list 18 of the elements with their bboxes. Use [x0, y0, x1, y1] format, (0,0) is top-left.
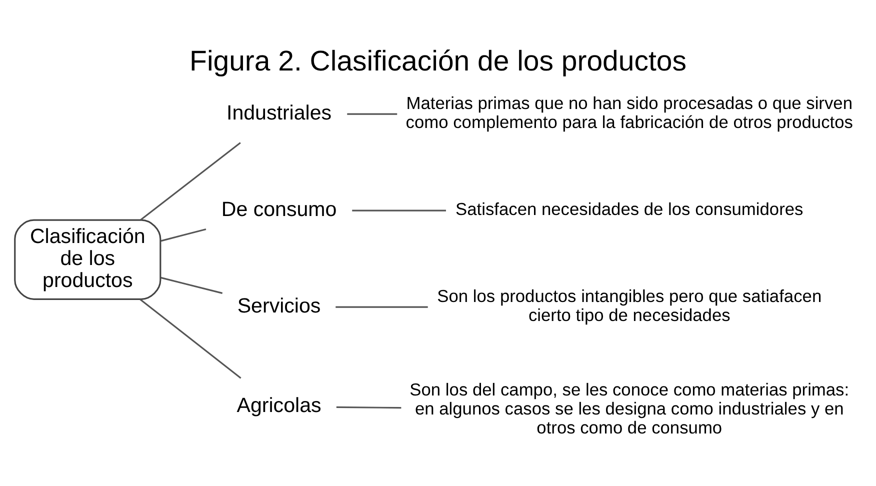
- node-text: Materias primas que no han sido procesadas o que sirven como complemento para la fabricación de otros productos: [406, 93, 853, 132]
- node-text: Son los productos intangibles pero que satiafacen cierto tipo de necesidades: [437, 286, 822, 325]
- connector: [140, 142, 241, 220]
- diagram-title: Figura 2. Clasificación de los productos: [190, 45, 686, 78]
- node-box: Clasificación de los productos: [14, 219, 162, 300]
- node-text: Industriales: [226, 101, 332, 124]
- connector: [347, 113, 398, 115]
- node-text: Servicios: [237, 294, 321, 318]
- connector: [336, 406, 402, 409]
- node-text: Son los del campo, se les conoce como materias primas: en algunos casos se les designa como industriales y en otros como de consumo: [410, 379, 850, 438]
- connector: [160, 276, 223, 294]
- node-text: De consumo: [221, 198, 337, 221]
- connector: [160, 228, 206, 242]
- node-text: Satisfacen necesidades de los consumidores: [456, 199, 804, 220]
- connector: [336, 306, 428, 308]
- connector: [140, 298, 242, 379]
- node-text: Agricolas: [236, 394, 322, 418]
- connector: [352, 210, 446, 212]
